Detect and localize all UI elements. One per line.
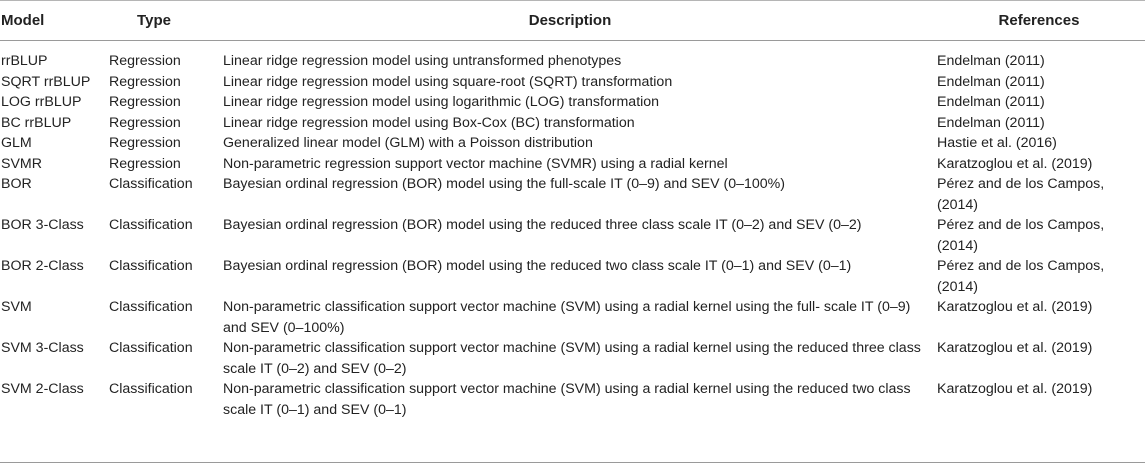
cell-model: BOR 2-Class — [1, 258, 84, 274]
cell-type: Regression — [109, 135, 181, 151]
cell-model: BOR 3-Class — [1, 217, 84, 233]
table-row: BOR Classification Bayesian ordinal regres… — [0, 174, 1145, 215]
cell-references: Karatzoglou et al. (2019) — [937, 340, 1093, 356]
models-table: Model Type Description References rrBLUP… — [0, 0, 1145, 421]
table-row: SVM Classification Non-parametric classifi… — [0, 297, 1145, 338]
cell-model: BOR — [1, 176, 32, 192]
cell-description: Bayesian ordinal regression (BOR) model … — [223, 258, 852, 274]
cell-model: SVMR — [1, 155, 42, 172]
cell-description: Non-parametric classification support ve… — [223, 381, 911, 418]
cell-model: SVM 3-Class — [1, 340, 84, 356]
cell-model: SVM — [1, 299, 32, 315]
cell-references: Karatzoglou et al. (2019) — [937, 155, 1093, 172]
cell-references: Hastie et al. (2016) — [937, 135, 1057, 151]
cell-references: Endelman (2011) — [937, 73, 1045, 90]
cell-model: SVM 2-Class — [1, 381, 84, 397]
cell-description: Non-parametric regression support vector… — [223, 155, 728, 172]
cell-references: Pérez and de los Campos, (2014) — [937, 176, 1105, 213]
cell-type: Regression — [109, 53, 181, 69]
cell-references: Karatzoglou et al. (2019) — [937, 299, 1093, 315]
cell-description: Non-parametric classification support ve… — [223, 340, 921, 377]
cell-type: Classification — [109, 176, 193, 192]
cell-description: Generalized linear model (GLM) with a Po… — [223, 135, 593, 151]
cell-references: Karatzoglou et al. (2019) — [937, 381, 1093, 397]
cell-references: Pérez and de los Campos, (2014) — [937, 258, 1105, 295]
cell-description: Non-parametric classification support ve… — [223, 299, 911, 336]
cell-references: Endelman (2011) — [937, 94, 1045, 110]
header-description: Description — [219, 0, 933, 41]
table-row: SQRT rrBLUP Regression Linear ridge regres… — [0, 72, 1145, 93]
cell-model: rrBLUP — [1, 53, 48, 69]
table-row: LOG rrBLUP Regression Linear ridge regress… — [0, 92, 1145, 113]
cell-type: Regression — [109, 114, 181, 131]
table-row: GLM Regression Generalized linear model (G… — [0, 133, 1145, 154]
cell-description: Linear ridge regression model using untr… — [223, 53, 622, 69]
header-type: Type — [107, 0, 219, 41]
cell-type: Classification — [109, 340, 193, 356]
table-row: SVM 3-Class Classification Non-parametric … — [0, 338, 1145, 379]
cell-model: LOG rrBLUP — [1, 94, 82, 110]
cell-type: Classification — [109, 299, 193, 315]
cell-type: Classification — [109, 217, 193, 233]
cell-description: Linear ridge regression model using Box-… — [223, 114, 635, 131]
cell-references: Pérez and de los Campos, (2014) — [937, 217, 1105, 254]
cell-references: Endelman (2011) — [937, 114, 1045, 131]
table-header: Model Type Description References — [0, 0, 1145, 41]
table-row: BOR 2-Class Classification Bayesian ordina… — [0, 256, 1145, 297]
bottom-rule — [0, 462, 1145, 463]
cell-model: BC rrBLUP — [1, 114, 72, 131]
header-references: References — [933, 0, 1145, 41]
cell-model: GLM — [1, 135, 32, 151]
cell-type: Regression — [109, 94, 181, 110]
cell-description: Linear ridge regression model using loga… — [223, 94, 660, 110]
cell-type: Classification — [109, 381, 193, 397]
cell-type: Classification — [109, 258, 193, 274]
cell-description: Bayesian ordinal regression (BOR) model … — [223, 176, 785, 192]
cell-description: Linear ridge regression model using squa… — [223, 73, 673, 90]
cell-description: Bayesian ordinal regression (BOR) model … — [223, 217, 862, 233]
cell-type: Regression — [109, 73, 181, 90]
table-row: BC rrBLUP Regression Linear ridge regressi… — [0, 113, 1145, 134]
cell-references: Endelman (2011) — [937, 53, 1045, 69]
table-row: SVM 2-Class Classification Non-parametric … — [0, 379, 1145, 420]
table-row: BOR 3-Class Classification Bayesian ordina… — [0, 215, 1145, 256]
cell-model: SQRT rrBLUP — [1, 73, 91, 90]
header-model: Model — [0, 0, 107, 41]
table-row: rrBLUP Regression Linear ridge regression … — [0, 41, 1145, 72]
cell-type: Regression — [109, 155, 181, 172]
header-row: Model Type Description References — [0, 0, 1145, 41]
table-row: SVMR Regression Non-parametric regression … — [0, 154, 1145, 175]
